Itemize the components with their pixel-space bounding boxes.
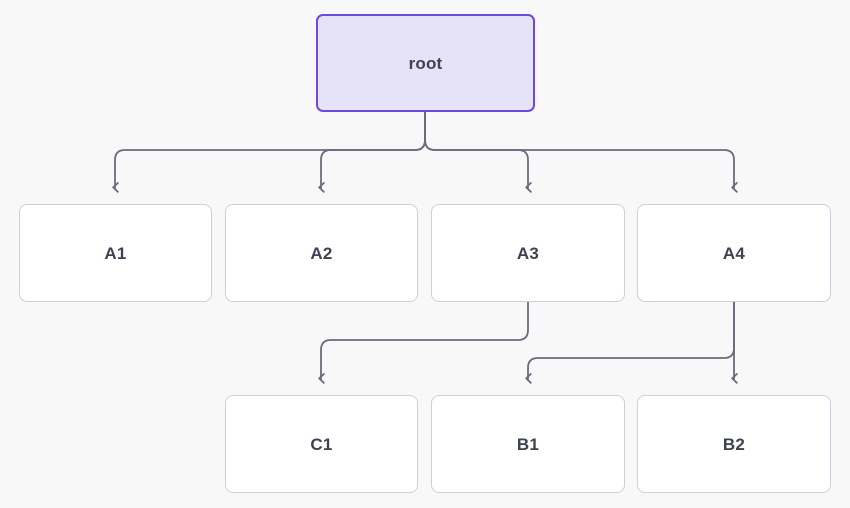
edge-root-to-a4 xyxy=(424,111,738,193)
node-b2[interactable]: B2 xyxy=(637,395,831,493)
node-label-b2: B2 xyxy=(722,434,746,454)
node-label-a2: A2 xyxy=(310,243,333,263)
node-c1[interactable]: C1 xyxy=(225,395,418,493)
node-a4[interactable]: A4 xyxy=(637,204,831,302)
edge-a3-to-c1 xyxy=(318,301,529,384)
node-label-a3: A3 xyxy=(516,243,540,263)
node-label-a1: A1 xyxy=(104,243,127,263)
node-a1[interactable]: A1 xyxy=(19,204,212,302)
node-label-a4: A4 xyxy=(722,243,746,263)
node-label-b1: B1 xyxy=(516,434,540,454)
edge-root-to-a2 xyxy=(318,111,426,193)
edge-paths xyxy=(112,111,738,384)
node-a3[interactable]: A3 xyxy=(431,204,625,302)
node-label-c1: C1 xyxy=(310,434,333,454)
node-root[interactable]: root xyxy=(316,14,535,112)
node-b1[interactable]: B1 xyxy=(431,395,625,493)
node-a2[interactable]: A2 xyxy=(225,204,418,302)
node-label-root: root xyxy=(408,53,443,73)
edge-a4-to-b1 xyxy=(525,301,735,384)
